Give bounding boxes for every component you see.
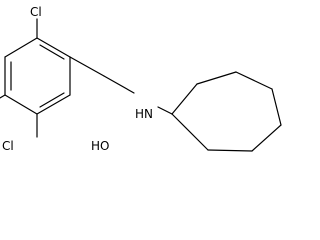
cycloheptane-bond-4	[271, 88, 282, 126]
ring-bond-c4-c5	[4, 94, 38, 115]
cycloheptane-bond-3	[235, 71, 273, 90]
ring-double-bond-inner-1	[39, 44, 65, 60]
bond-ring-ch2	[69, 56, 105, 77]
bond-ch2-nh	[103, 75, 135, 94]
cycloheptane-bond-1	[171, 83, 198, 115]
atom-label-cl-top: Cl	[30, 5, 42, 19]
cycloheptane-bond-2	[196, 71, 237, 85]
ring-bond-c6-c1	[4, 37, 38, 58]
cycloheptane-bond-7	[171, 113, 209, 151]
ring-double-bond-inner-2	[39, 92, 65, 108]
ring-bond-c3-c4	[36, 94, 71, 115]
atom-label-oh: HO	[91, 139, 109, 153]
atom-label-nh: HN	[135, 107, 153, 121]
ring-bond-c1-c2	[36, 37, 71, 58]
cycloheptane-ring	[171, 71, 282, 152]
benzene-ring	[4, 37, 71, 115]
atom-label-cl-bottom: Cl	[2, 139, 14, 153]
cycloheptane-bond-6	[207, 149, 253, 152]
cycloheptane-bond-5	[251, 124, 282, 152]
chemical-structure-diagram: Cl Cl HO HN	[0, 5, 282, 153]
bond-c5-cl-bottom	[0, 94, 6, 99]
bond-nh-cycloheptyl	[157, 106, 173, 115]
